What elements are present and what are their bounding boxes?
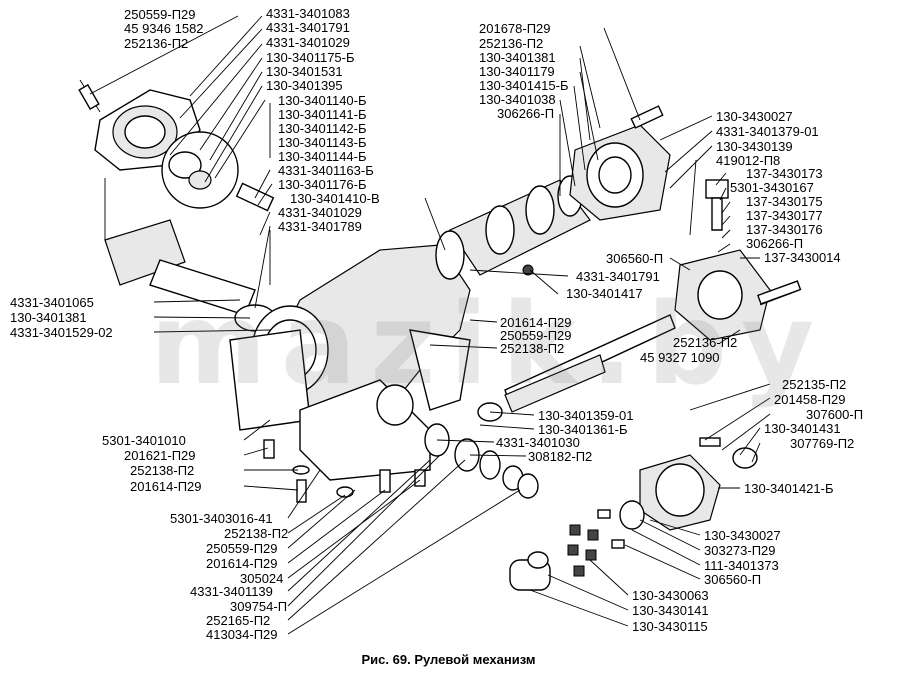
part-label: 130-3401395 [266,78,343,93]
control-valve [674,179,802,341]
part-label: 137-3430176 [746,222,823,237]
part-label: 45 9346 1582 [124,21,204,36]
part-label: 130-3401142-Б [278,121,367,136]
part-label: 130-3401038 [479,92,556,107]
part-label: 250559-П29 [206,541,278,556]
seal-rings [424,423,539,499]
part-label: 252138-П2 [224,526,289,541]
part-label: 303273-П29 [704,543,776,558]
part-label: 130-3401144-Б [278,149,367,164]
part-label: 130-3401176-Б [278,177,367,192]
part-label: 130-3401381 [10,310,87,325]
part-label: 111-3401373 [704,558,779,573]
part-label: 130-3401410-В [290,191,380,206]
part-label: 4331-3401529-02 [10,325,113,340]
input-shaft [104,178,276,332]
part-label: 252136-П2 [673,335,738,350]
part-label: 308182-П2 [528,449,593,464]
part-label: 5301-3401010 [102,433,186,448]
part-label: 130-3401415-Б [479,78,569,93]
part-label: 4331-3401791 [266,20,350,35]
part-label: 130-3401381 [479,50,556,65]
part-label: 4331-3401030 [496,435,580,450]
part-label: 4331-3401029 [278,205,362,220]
part-label: 137-3430175 [746,194,823,209]
part-label: 130-3401431 [764,421,841,436]
part-label: 130-3401140-Б [278,93,367,108]
piston-rack [435,175,591,280]
part-label: 130-3430139 [716,139,793,154]
part-label: 130-3430027 [716,109,793,124]
part-label: 201614-П29 [500,315,572,330]
fasteners [263,439,426,503]
part-label: 130-3401143-Б [278,135,367,150]
part-label: 252135-П2 [782,377,847,392]
part-label: 250559-П29 [124,7,196,22]
part-label: 130-3401421-Б [744,481,834,496]
leader-lines [89,15,771,635]
part-label: 252138-П2 [130,463,195,478]
part-label: 4331-3401065 [10,295,94,310]
watermark: mazik.by [150,280,829,410]
part-label: 130-3401141-Б [278,107,367,122]
part-label: 201621-П29 [124,448,196,463]
part-label: 201614-П29 [130,479,202,494]
plunger-set [509,509,625,591]
part-label: 130-3401361-Б [538,422,628,437]
part-label: 4331-3401083 [266,6,350,21]
part-label: 252136-П2 [124,36,189,51]
steering-housing [229,244,471,481]
part-label: 130-3401417 [566,286,643,301]
part-label: 201678-П29 [479,21,551,36]
part-label: 4331-3401789 [278,219,362,234]
part-label: 4331-3401791 [576,269,660,284]
part-label: 307600-П [806,407,864,422]
part-label: 307769-П2 [790,436,855,451]
part-label: 309754-П [230,599,288,614]
figure-caption: Рис. 69. Рулевой механизм [361,652,536,667]
part-label: 306560-П [606,251,664,266]
part-label: 252165-П2 [206,613,271,628]
part-label: 419012-П8 [716,153,781,168]
top-cover-assembly [78,79,275,212]
part-label: 252136-П2 [479,36,544,51]
part-label: 250559-П29 [500,328,572,343]
part-label: 130-3401175-Б [266,50,355,65]
part-label: 252138-П2 [500,341,565,356]
part-label: 305024 [240,571,284,586]
part-label: 137-3430177 [746,208,823,223]
valve-body [569,105,671,221]
part-label: 201614-П29 [206,556,278,571]
part-label: 130-3430115 [632,619,708,634]
part-label: 130-3401531 [266,64,343,79]
part-label: 130-3401179 [479,64,555,79]
part-label: 413034-П29 [206,627,278,642]
part-label: 5301-3430167 [730,180,814,195]
bottom-cover [619,437,758,531]
part-label: 4331-3401029 [266,35,350,50]
part-label: 130-3430063 [632,588,709,603]
part-label: 306560-П [704,572,762,587]
part-label: 137-3430173 [746,166,823,181]
part-label: 130-3401359-01 [538,408,634,423]
part-label: 130-3430141 [632,603,709,618]
part-label: 4331-3401379-01 [716,124,819,139]
part-label: 45 9327 1090 [640,350,720,365]
part-label: 5301-3403016-41 [170,511,273,526]
part-label: 306266-П [746,236,804,251]
part-label: 137-3430014 [764,250,841,265]
part-label: 4331-3401163-Б [278,163,374,178]
rack-shaft [477,314,676,422]
part-label: 4331-3401139 [190,584,273,599]
part-label: 130-3430027 [704,528,781,543]
part-label: 306266-П [497,106,555,121]
part-label: 201458-П29 [774,392,846,407]
